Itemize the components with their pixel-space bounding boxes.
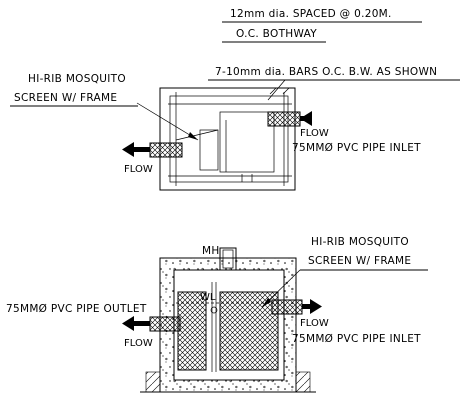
section-pipe-outlet: [149, 316, 181, 332]
plan-pipe-right: [267, 111, 301, 127]
section-screen-left: [177, 291, 207, 371]
plan-outer-wall: [159, 87, 296, 191]
section-manhole: [219, 247, 237, 271]
plan-inner-wall: [169, 95, 289, 183]
plan-tick: [269, 87, 277, 95]
plan-screen-leader: [136, 102, 199, 141]
plan-screen-leader-arrowhead: [188, 132, 198, 140]
section-manhole-inner: [222, 249, 234, 269]
section-port: [210, 306, 218, 314]
plan-flow-arrow-left: [122, 142, 150, 157]
spacing-note: 12mm dia. SPACED @ 0.20M. O.C. BOTHWAY: [222, 8, 422, 43]
plan-screen-label-line2: SCREEN W/ FRAME: [14, 92, 117, 104]
section-screen-label-line1: HI-RIB MOSQUITO: [311, 236, 409, 248]
plan-tick: [282, 87, 290, 95]
section-screen-leader-arrowhead: [262, 298, 271, 307]
spacing-note-line1: 12mm dia. SPACED @ 0.20M.: [230, 8, 392, 20]
bars-note-leader: [267, 79, 286, 101]
section-pipe-outlet-label: 75MMØ PVC PIPE OUTLET: [6, 303, 147, 315]
plan-screen-label-line1: HI-RIB MOSQUITO: [28, 73, 126, 85]
section-flow-arrow-right: [302, 299, 322, 314]
section-ground-right: [295, 371, 311, 393]
bars-note: 7-10mm dia. BARS O.C. B.W. AS SHOWN: [208, 66, 460, 101]
plan-flow-arrow-right: [300, 111, 312, 126]
section-ground-left: [145, 371, 161, 393]
section-flow-label-left: FLOW: [124, 338, 153, 349]
section-water-level-label: WL: [200, 292, 216, 303]
section-pipe-inlet: [271, 299, 303, 315]
plan-pipe-left: [149, 142, 183, 158]
plan-pipe-inlet-label: 75MMØ PVC PIPE INLET: [292, 142, 421, 154]
plan-flow-label-right: FLOW: [300, 128, 329, 139]
section-view: MH WL HI-RIB MOSQUITO SCREEN W/ FRAME 75…: [6, 236, 428, 393]
section-flow-label-right: FLOW: [300, 318, 329, 329]
bars-note-text: 7-10mm dia. BARS O.C. B.W. AS SHOWN: [215, 66, 437, 78]
section-screen-right: [219, 291, 279, 371]
spacing-note-line2: O.C. BOTHWAY: [236, 28, 317, 40]
section-screen-label-line2: SCREEN W/ FRAME: [308, 255, 411, 267]
section-flow-arrow-left: [122, 316, 150, 331]
plan-chamber: [219, 111, 275, 173]
section-manhole-label: MH: [202, 245, 220, 257]
plan-view: HI-RIB MOSQUITO SCREEN W/ FRAME FLOW FLO…: [10, 73, 421, 191]
plan-baffle: [175, 129, 219, 141]
plan-flow-label-left: FLOW: [124, 164, 153, 175]
plan-screen-frame: [199, 129, 219, 171]
section-pipe-inlet-label: 75MMØ PVC PIPE INLET: [292, 333, 421, 345]
